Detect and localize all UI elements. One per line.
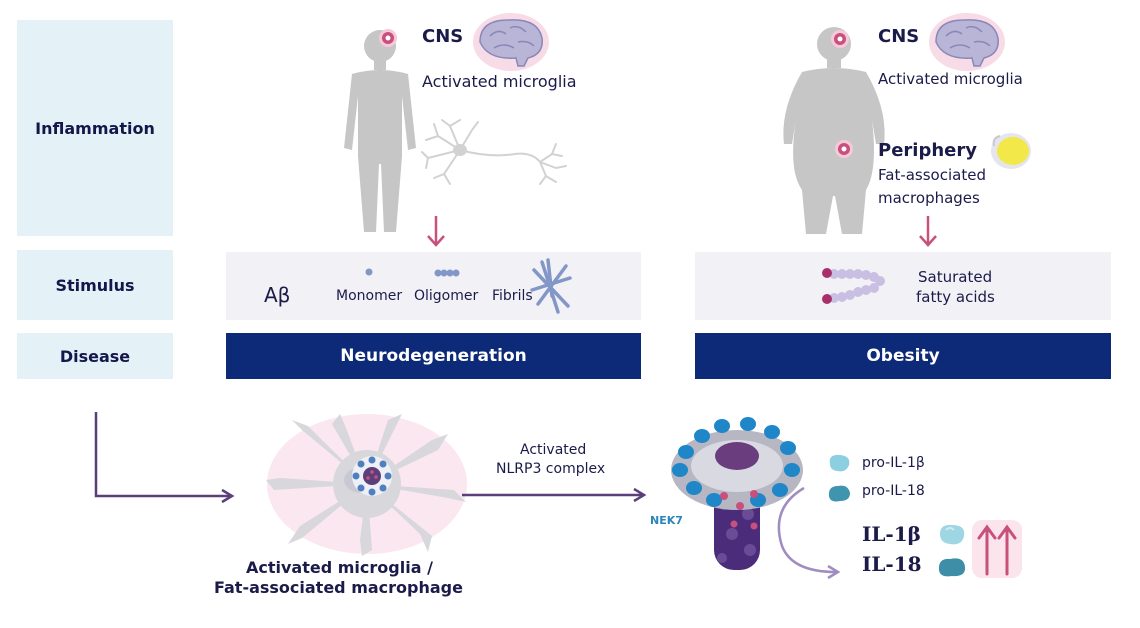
- left-cell-label: Activated microglia: [422, 72, 577, 91]
- human-silhouette-obese: [783, 27, 885, 234]
- il1b-label: IL-1β: [862, 522, 921, 546]
- fatty-acids-label-1: Saturated: [918, 268, 993, 286]
- nlrp3-label-1: Activated: [520, 442, 587, 458]
- pro-il1b-icon: [829, 454, 850, 472]
- disease-bar-neurodegeneration: Neurodegeneration: [226, 333, 641, 379]
- abeta-label: Aβ: [264, 283, 291, 307]
- human-silhouette-lean: [344, 30, 416, 232]
- il18-label: IL-18: [862, 552, 922, 576]
- disease-bar-obesity: Obesity: [695, 333, 1111, 379]
- brain-icon-right: [929, 13, 1005, 71]
- monomer-label: Monomer: [336, 288, 403, 304]
- fibrils-label: Fibrils: [492, 288, 533, 304]
- pro-il18-icon: [828, 485, 850, 502]
- cleavage-curve-arrow: [777, 486, 841, 580]
- il1b-icon: [940, 524, 965, 545]
- right-cell-label-2a: Fat-associated: [878, 166, 986, 184]
- il18-icon: [938, 558, 966, 577]
- pro-il1b-label: pro-IL-1β: [862, 455, 925, 471]
- row-label-inflammation: Inflammation: [17, 20, 173, 236]
- fatty-acids-label-2: fatty acids: [916, 288, 995, 306]
- left-site-label: CNS: [422, 26, 464, 47]
- row-label-disease: Disease: [17, 333, 173, 379]
- brain-icon: [473, 13, 549, 71]
- periphery-marker: [835, 140, 853, 158]
- oligomer-label: Oligomer: [414, 288, 479, 304]
- right-site-label-1: CNS: [878, 26, 920, 47]
- microglia-cell-icon: [266, 414, 467, 556]
- right-down-arrow: [919, 216, 937, 247]
- bottom-cell-label-2: Fat-associated macrophage: [214, 578, 463, 597]
- monomer-icon: [365, 268, 373, 276]
- right-cell-label-1: Activated microglia: [878, 70, 1023, 88]
- right-cell-label-2b: macrophages: [878, 189, 980, 207]
- left-stimulus-box: [226, 252, 641, 320]
- connector-arrow: [94, 412, 235, 504]
- bottom-cell-label-1: Activated microglia /: [246, 558, 433, 577]
- oligomer-icon: [434, 269, 460, 277]
- activation-arrow: [462, 487, 647, 503]
- cns-marker-right: [831, 30, 849, 48]
- nek7-label: NEK7: [650, 514, 683, 527]
- right-site-label-2: Periphery: [878, 140, 977, 161]
- right-stimulus-box: [695, 252, 1111, 320]
- nlrp3-inflammasome-icon: [671, 417, 803, 570]
- increase-arrows-icon: [972, 520, 1022, 578]
- neuron-icon: [421, 119, 567, 185]
- fat-cell-icon: [991, 133, 1031, 169]
- fibrils-icon: [530, 258, 572, 314]
- fatty-acid-icon: [822, 268, 885, 304]
- cns-marker: [379, 29, 397, 47]
- nlrp3-label-2: NLRP3 complex: [496, 461, 606, 477]
- row-label-stimulus: Stimulus: [17, 250, 173, 320]
- left-down-arrow: [427, 216, 445, 247]
- pro-il18-label: pro-IL-18: [862, 483, 925, 499]
